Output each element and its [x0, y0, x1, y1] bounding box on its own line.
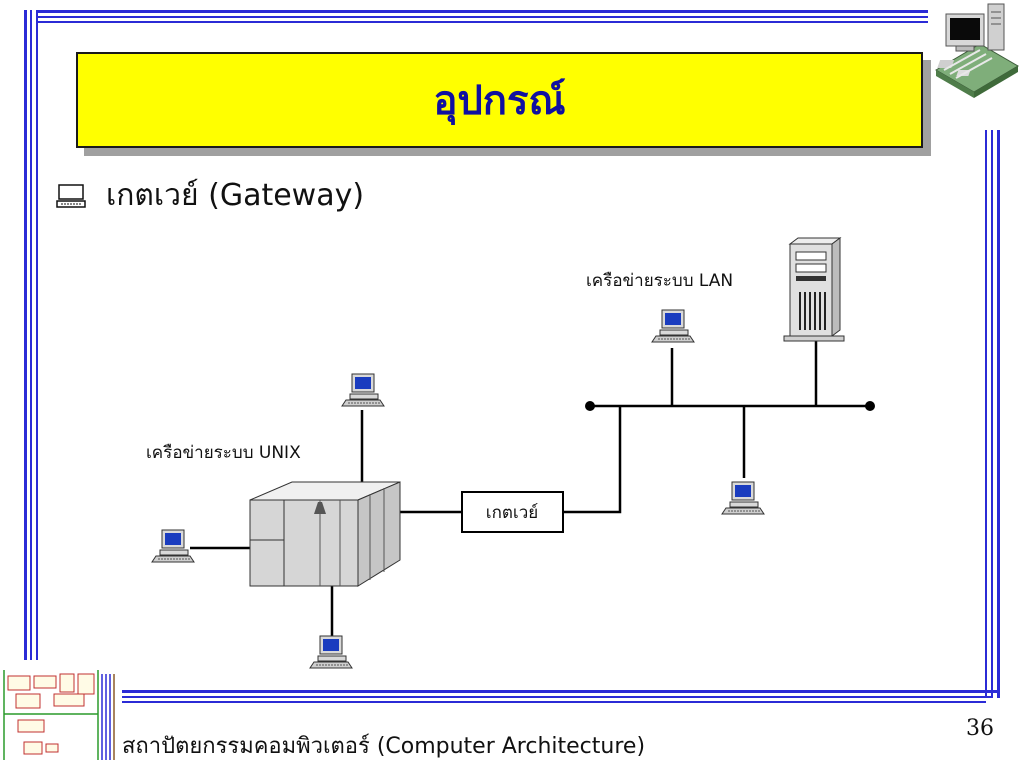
- computer-motherboard-icon: [935, 3, 1019, 98]
- frame-bottom-line-3: [120, 701, 986, 703]
- unix-pc-bottom-icon: [309, 635, 353, 669]
- frame-bottom-line-2: [120, 696, 992, 698]
- architecture-diagram-icon: [2, 664, 122, 764]
- frame-left-line-3: [36, 10, 38, 660]
- footer-course-title: สถาปัตยกรรมคอมพิวเตอร์ (Computer Archite…: [122, 734, 646, 759]
- backbone-end-left: [585, 401, 595, 411]
- title-banner: อุปกรณ์: [76, 52, 923, 148]
- bullet-item: เกตเวย์ (Gateway): [56, 172, 364, 219]
- unix-pc-top-icon: [341, 373, 385, 407]
- unix-network-label: เครือข่ายระบบ UNIX: [146, 443, 301, 463]
- frame-top-line-3: [36, 21, 928, 23]
- server-tower-icon: [783, 237, 845, 342]
- frame-left-line-1: [24, 10, 27, 660]
- frame-right-line-1: [985, 130, 987, 698]
- frame-top-line-1: [36, 10, 928, 13]
- workstation-icon: [945, 3, 1005, 52]
- computer-icon: [56, 183, 86, 208]
- frame-bottom-line-1: [120, 690, 1000, 693]
- gateway-box: [461, 491, 564, 533]
- bullet-text: เกตเวย์ (Gateway): [106, 178, 365, 213]
- slide-title: อุปกรณ์: [433, 78, 566, 124]
- frame-left-line-2: [30, 10, 32, 660]
- unix-pc-left-icon: [151, 529, 195, 563]
- motherboard-icon: [935, 43, 1019, 98]
- gateway-label: เกตเวย์: [486, 503, 538, 523]
- lan-network-label: เครือข่ายระบบ LAN: [586, 271, 733, 291]
- mainframe-icon: [249, 481, 401, 587]
- lan-pc-top-icon: [651, 309, 695, 343]
- backbone-end-right: [865, 401, 875, 411]
- lan-pc-bottom-icon: [721, 481, 765, 515]
- gateway-to-lan-line: [563, 406, 622, 514]
- frame-top-line-2: [36, 16, 928, 18]
- page-number: 36: [966, 716, 994, 741]
- frame-right-line-2: [991, 130, 993, 698]
- frame-right-line-3: [997, 130, 1000, 698]
